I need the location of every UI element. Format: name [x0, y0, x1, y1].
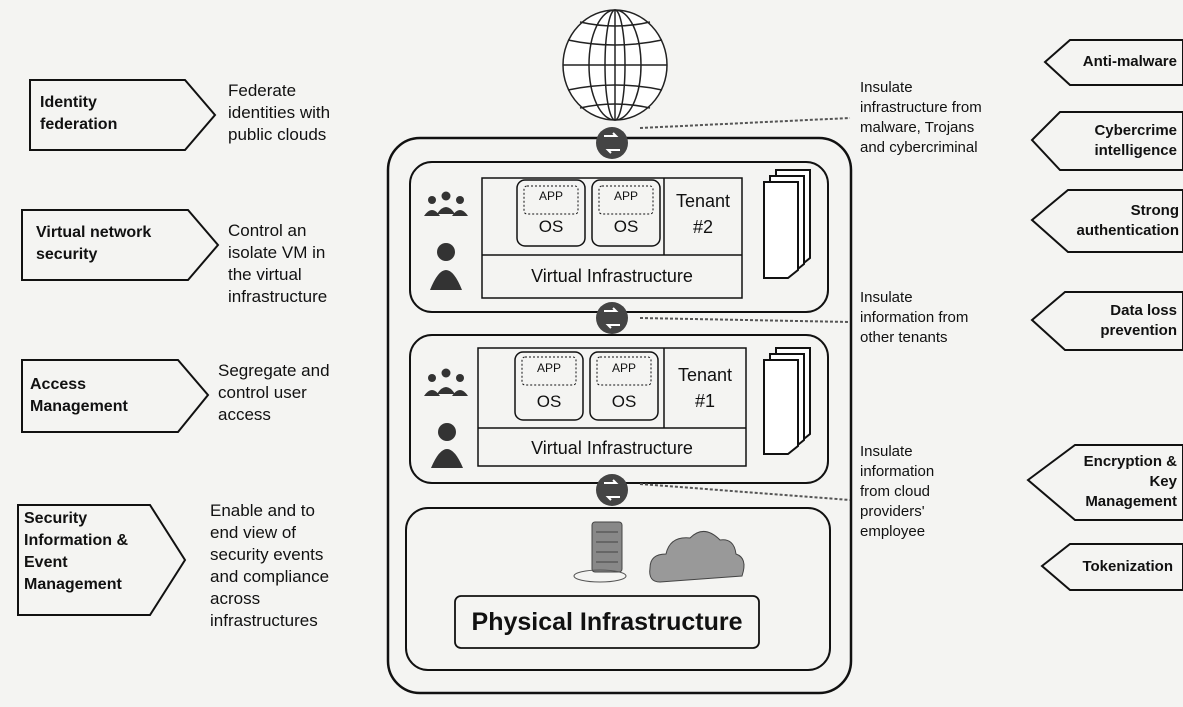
tenant2-app2-label: APP — [613, 189, 638, 203]
identity-federation-shape — [29, 79, 217, 151]
access-management-desc: Segregate and control user access — [218, 361, 330, 424]
document-stack-icon — [763, 169, 811, 279]
insulate-note-tenants: Insulate information from other tenants — [860, 289, 969, 346]
anti-malware-tag: Anti-malware — [1082, 53, 1177, 70]
physical-infrastructure-label: Physical Infrastructure — [471, 608, 743, 636]
tenant1-app2-label: APP — [611, 361, 636, 375]
server-icon — [573, 521, 627, 583]
tenant2-os2-label: OS — [613, 217, 639, 236]
cloud-icon — [649, 531, 745, 583]
tenant2-virtual-infrastructure: Virtual Infrastructure — [531, 266, 693, 286]
data-loss-prevention-tag: Data loss prevention — [1100, 302, 1177, 339]
tenant2-os1-label: OS — [538, 217, 564, 236]
virtual-network-security-shape — [21, 209, 220, 281]
encryption-shape — [1026, 444, 1183, 521]
cybercrime-intelligence-tag: Cybercrime intelligence — [1094, 122, 1177, 159]
tenant1-app1-label: APP — [536, 361, 561, 375]
tokenization-tag: Tokenization — [1082, 558, 1173, 575]
access-management-shape — [21, 359, 210, 433]
access-management-label: Access Management — [30, 376, 128, 415]
strong-authentication-tag: Strong authentication — [1076, 202, 1179, 239]
user-icon — [430, 243, 462, 290]
dlp-shape — [1030, 291, 1183, 351]
tenant2-label: Tenant #2 — [675, 191, 731, 237]
virtual-network-security-desc: Control an isolate VM in the virtual inf… — [228, 221, 328, 306]
users-icon — [424, 191, 468, 216]
physical-block — [405, 507, 831, 671]
anti-malware-shape — [1043, 39, 1183, 86]
encryption-key-management-tag: Encryption & Key Management — [1083, 453, 1177, 510]
tenant1-os2-label: OS — [611, 392, 637, 411]
cybercrime-shape — [1030, 111, 1183, 171]
virtual-network-security-label: Virtual network security — [36, 224, 152, 263]
identity-federation-desc: Federate identities with public clouds — [228, 81, 331, 144]
siem-desc: Enable and to end view of security event… — [210, 501, 330, 630]
siem-label: Security Information & Event Management — [24, 510, 128, 593]
strong-auth-shape — [1030, 189, 1183, 253]
identity-federation-label: Identity federation — [40, 94, 118, 133]
gateway-icon — [596, 127, 628, 506]
tenant1-virtual-infrastructure: Virtual Infrastructure — [531, 438, 693, 458]
insulate-note-malware: Insulate infrastructure from malware, Tr… — [860, 79, 982, 156]
tenant1-os1-label: OS — [536, 392, 562, 411]
tokenization-shape — [1040, 543, 1183, 591]
tenant2-app1-label: APP — [538, 189, 563, 203]
globe-icon — [562, 9, 668, 121]
siem-shape — [17, 504, 187, 616]
insulate-note-providers: Insulate information from cloud provider… — [860, 443, 935, 540]
tenant1-label: Tenant #1 — [677, 365, 733, 411]
